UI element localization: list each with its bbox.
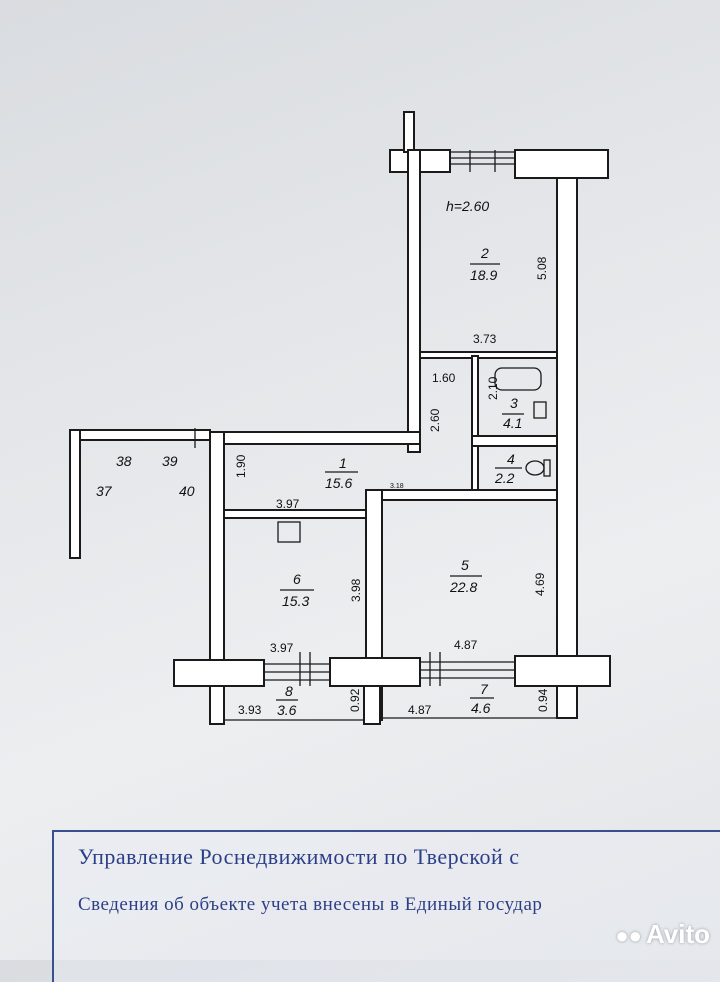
room-area: 22.8 xyxy=(449,579,477,595)
wall-bath-bottom xyxy=(471,435,558,447)
dim-room6-top: 3.97 xyxy=(276,497,300,511)
room-1-label: 1 15.6 xyxy=(325,455,358,491)
wall-right xyxy=(556,157,578,719)
neighbor-39: 39 xyxy=(162,453,178,469)
dim-small: 3.18 xyxy=(390,483,404,490)
wall-room6-top xyxy=(223,509,369,519)
dim-bath-height: 2.10 xyxy=(486,376,500,400)
room-5-label: 5 22.8 xyxy=(449,557,482,595)
registry-stamp: Управление Роснедвижимости по Тверской с… xyxy=(52,830,720,982)
dim-balcony7-depth: 0.94 xyxy=(536,688,550,712)
room-area: 15.6 xyxy=(325,475,352,491)
room-8-label: 8 3.6 xyxy=(276,683,298,718)
dim-room6-bottom: 3.97 xyxy=(270,641,294,655)
room-6-label: 6 15.3 xyxy=(280,571,314,609)
room-area: 18.9 xyxy=(470,267,497,283)
wall-balcony-left xyxy=(209,685,225,725)
wall-left xyxy=(209,431,225,683)
avito-logo-icon: ●● xyxy=(615,923,642,948)
neighbor-wall-top xyxy=(69,429,211,441)
avito-watermark: ●●Avito xyxy=(615,919,710,950)
wall-wc-bottom xyxy=(379,489,558,501)
dim-room6-height: 3.98 xyxy=(349,578,363,602)
wall-bath-left xyxy=(471,355,479,441)
room-number: 4 xyxy=(507,451,515,467)
room-number: 7 xyxy=(480,681,489,697)
room-area: 2.2 xyxy=(494,470,515,486)
toilet-icon xyxy=(525,459,551,477)
dim-room5-width: 4.87 xyxy=(454,638,478,652)
wall-wc-left xyxy=(471,445,479,491)
room-number: 5 xyxy=(461,557,469,573)
wall-top-right xyxy=(514,149,609,179)
watermark-text: Avito xyxy=(645,919,710,949)
window-room6 xyxy=(264,652,330,686)
dim-balcony8-depth: 0.92 xyxy=(348,688,362,712)
dim-balcony7-width: 4.87 xyxy=(408,703,432,717)
dim-balcony8-width: 3.93 xyxy=(238,703,262,717)
dim-hall-upper: 1.60 xyxy=(432,371,456,385)
room-area: 4.6 xyxy=(471,700,491,716)
dim-hall-height: 1.90 xyxy=(234,454,248,478)
wall-room2-left xyxy=(407,149,421,453)
neighbor-wall-left xyxy=(69,429,81,559)
room-number: 3 xyxy=(510,395,518,411)
room-area: 4.1 xyxy=(503,415,522,431)
wall-balcony-mid xyxy=(363,685,381,725)
floor-plan: h=2.60 2 18.9 3 4.1 4 2.2 1 15.6 5 22.8 … xyxy=(69,111,611,725)
dim-corridor: 2.60 xyxy=(428,408,442,432)
ceiling-height: h=2.60 xyxy=(446,198,489,214)
wall-balcony-right xyxy=(556,685,578,719)
room-area: 15.3 xyxy=(282,593,309,609)
wall-bottom-right xyxy=(514,655,611,687)
room-number: 6 xyxy=(293,571,301,587)
dim-room5-height: 4.69 xyxy=(533,572,547,596)
stove-icon xyxy=(277,521,301,543)
room-area: 3.6 xyxy=(277,702,297,718)
room-2-label: 2 18.9 xyxy=(470,245,500,283)
room-number: 2 xyxy=(480,245,489,261)
wall-hall-top xyxy=(209,431,421,445)
stamp-line-1: Управление Роснедвижимости по Тверской с xyxy=(78,844,520,869)
room-number: 8 xyxy=(285,683,293,699)
room-4-label: 4 2.2 xyxy=(494,451,522,486)
dim-room2-height: 5.08 xyxy=(535,256,549,280)
room-7-label: 7 4.6 xyxy=(470,681,494,716)
room-3-label: 3 4.1 xyxy=(502,395,524,431)
window-room5 xyxy=(420,652,515,686)
wall-bottom-mid xyxy=(329,657,421,687)
wall-riser xyxy=(403,111,415,153)
stamp-line-2: Сведения об объекте учета внесены в Един… xyxy=(78,894,543,915)
wall-bottom-left xyxy=(173,659,265,687)
window-top xyxy=(450,150,515,172)
neighbor-37: 37 xyxy=(96,483,113,499)
room-number: 1 xyxy=(339,455,347,471)
neighbor-40: 40 xyxy=(179,483,195,499)
dim-room2-width: 3.73 xyxy=(473,332,497,346)
bathtub-icon xyxy=(494,367,547,419)
neighbor-38: 38 xyxy=(116,453,132,469)
wall-room2-bottom xyxy=(419,351,558,359)
